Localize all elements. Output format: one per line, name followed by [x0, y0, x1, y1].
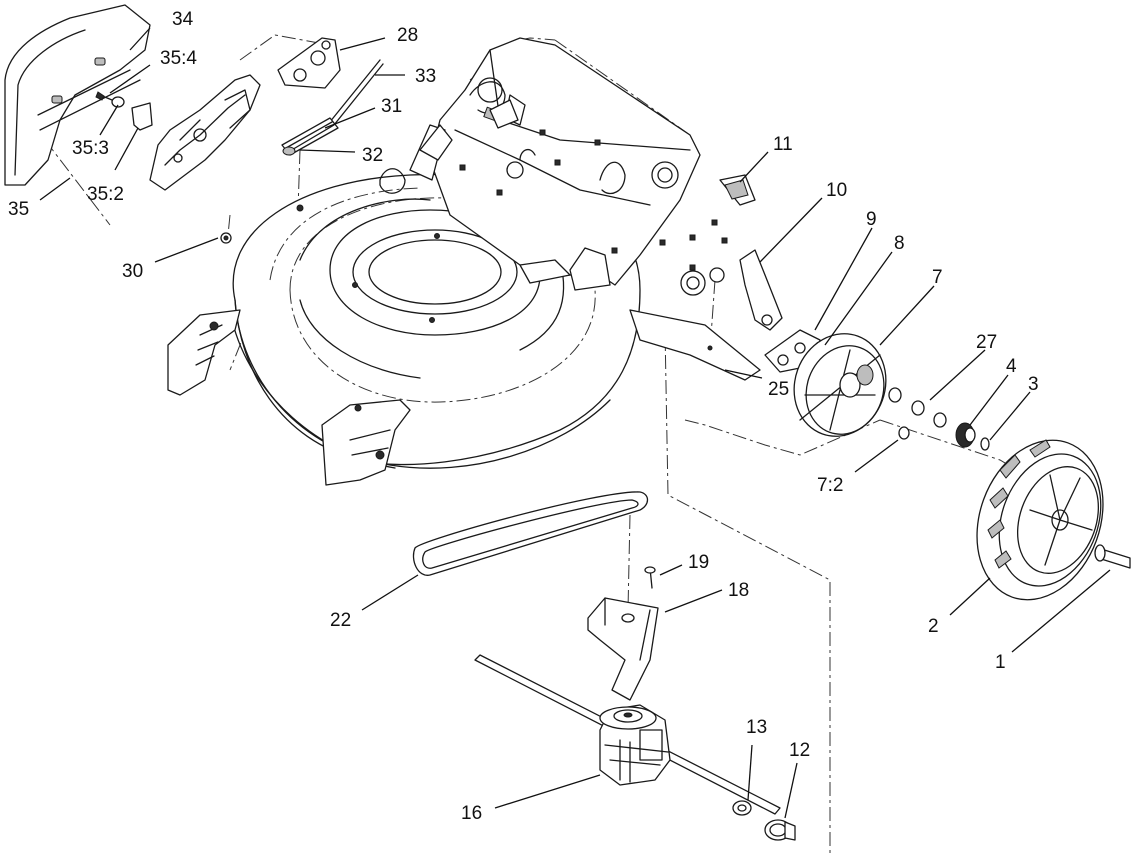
- handle-grip: [281, 117, 339, 156]
- deck-screw: [220, 232, 232, 244]
- callout-33: 33: [415, 66, 436, 87]
- height-adjust-bracket-front-right: [321, 399, 411, 486]
- callout-25: 25: [768, 379, 789, 400]
- rear-frame: [379, 37, 728, 296]
- callout-31: 31: [381, 96, 402, 117]
- callout-11: 11: [773, 134, 793, 155]
- callout-16: 16: [461, 803, 482, 824]
- callout-7: 7: [932, 267, 943, 288]
- callout-3: 3: [1028, 374, 1039, 395]
- callout-8: 8: [894, 233, 905, 254]
- height-adjust-lever: [719, 174, 756, 206]
- callout-12: 12: [789, 740, 810, 761]
- callout-19: 19: [688, 552, 709, 573]
- rear-wheel: [976, 439, 1104, 601]
- callout-4: 4: [1006, 356, 1017, 377]
- door-hinge-bracket: [131, 102, 153, 131]
- handle-bracket: [149, 74, 261, 191]
- callout-32: 32: [362, 145, 383, 166]
- callout-35-4: 35:4: [160, 48, 197, 69]
- callout-27: 27: [976, 332, 997, 353]
- pinion-bushing: [764, 819, 796, 841]
- transmission: [599, 704, 671, 786]
- wheel-washers: [888, 387, 947, 440]
- snap-ring: [980, 437, 990, 451]
- callout-22: 22: [330, 610, 351, 631]
- wheel-gear-cover: [793, 333, 887, 437]
- door-hinge-spacer: [111, 96, 125, 108]
- leader-lines: [39, 27, 1111, 819]
- drive-belt: [412, 491, 649, 576]
- grass-bag-door: [4, 4, 151, 186]
- height-adjust-link: [739, 249, 783, 331]
- callout-35-3: 35:3: [72, 138, 109, 159]
- callout-34: 34: [172, 9, 194, 30]
- callout-13: 13: [746, 717, 767, 738]
- callout-18: 18: [728, 580, 749, 601]
- height-adjust-bracket-front-left: [167, 309, 241, 396]
- wheel-spacer: [732, 800, 752, 816]
- callout-2: 2: [928, 616, 939, 637]
- handle-rod: [324, 59, 384, 131]
- belt-guard-screw: [644, 566, 656, 589]
- wheel-bolt: [1094, 544, 1131, 569]
- callout-7-2: 7:2: [817, 475, 843, 496]
- callout-30: 30: [122, 261, 143, 282]
- callout-35-2: 35:2: [87, 184, 124, 205]
- callout-28: 28: [397, 25, 418, 46]
- callout-35: 35: [8, 199, 29, 220]
- rear-flap-label: [707, 345, 713, 351]
- callout-1: 1: [995, 652, 1006, 673]
- door-hinge-screw: [95, 91, 113, 101]
- belt-guard: [587, 597, 659, 701]
- handle-plate: [277, 37, 341, 89]
- callout-10: 10: [826, 180, 847, 201]
- callout-labels: 34 35:4 28 33 31 32 35:3 35:2 35 30 11 1…: [8, 9, 1039, 824]
- callout-9: 9: [866, 209, 877, 230]
- pinion-gear: [955, 422, 976, 448]
